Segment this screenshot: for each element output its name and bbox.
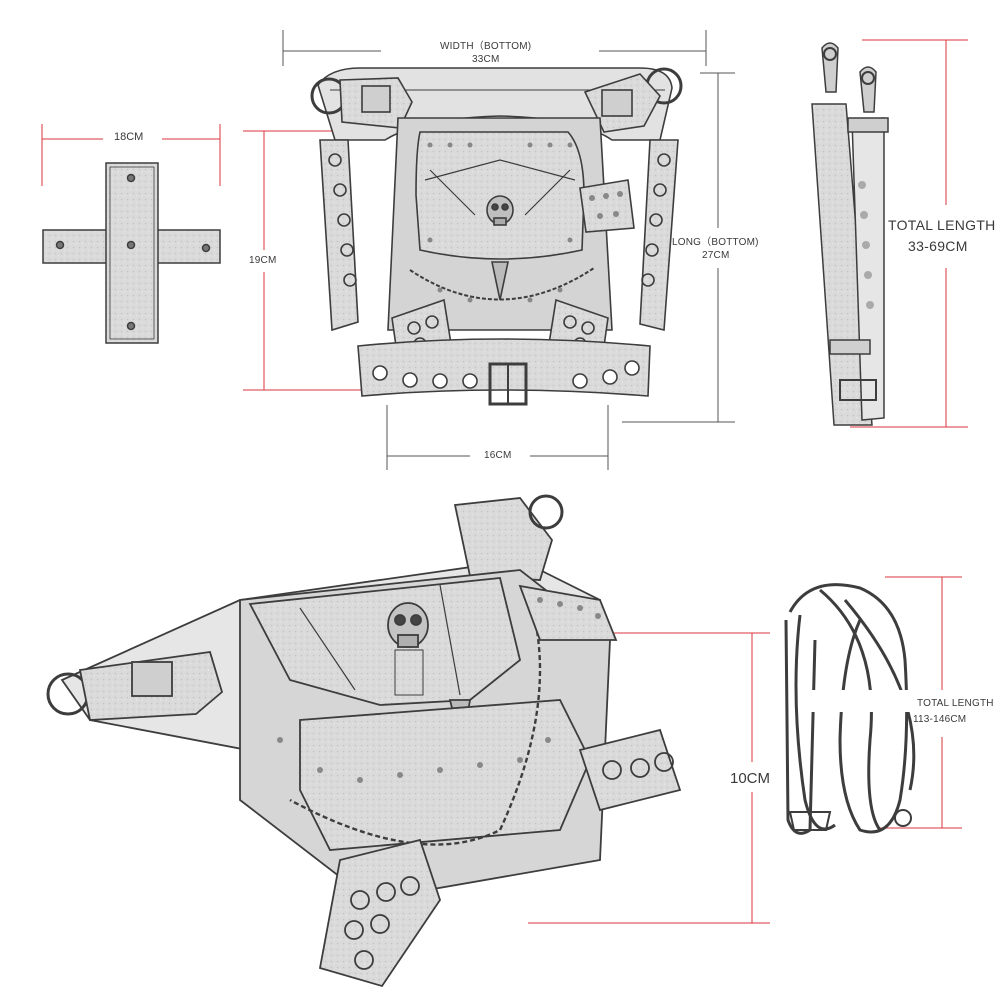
width-title-label: WIDTH（BOTTOM) [440,41,532,52]
bag-angled-view [46,494,682,988]
coiled-long-strap [784,583,918,835]
dimension-lines [41,30,968,924]
short-adjustable-strap [811,42,889,426]
long-strap-value-label: 113-146CM [913,714,967,725]
strap-piece-width-label: 18CM [114,131,144,143]
bottom-width-label: 16CM [484,450,512,461]
long-strap-title-label: TOTAL LENGTH [917,698,994,709]
bag-height-label: 19CM [249,255,277,266]
long-title-label: LONG（BOTTOM) [672,237,759,248]
thickness-label: 10CM [730,770,771,787]
long-value-label: 27CM [702,250,730,261]
cross-strap-piece [42,162,221,344]
short-strap-value-label: 33-69CM [908,238,968,254]
bag-front-view [310,67,683,406]
width-value-label: 33CM [472,54,500,65]
short-strap-title-label: TOTAL LENGTH [888,217,996,233]
